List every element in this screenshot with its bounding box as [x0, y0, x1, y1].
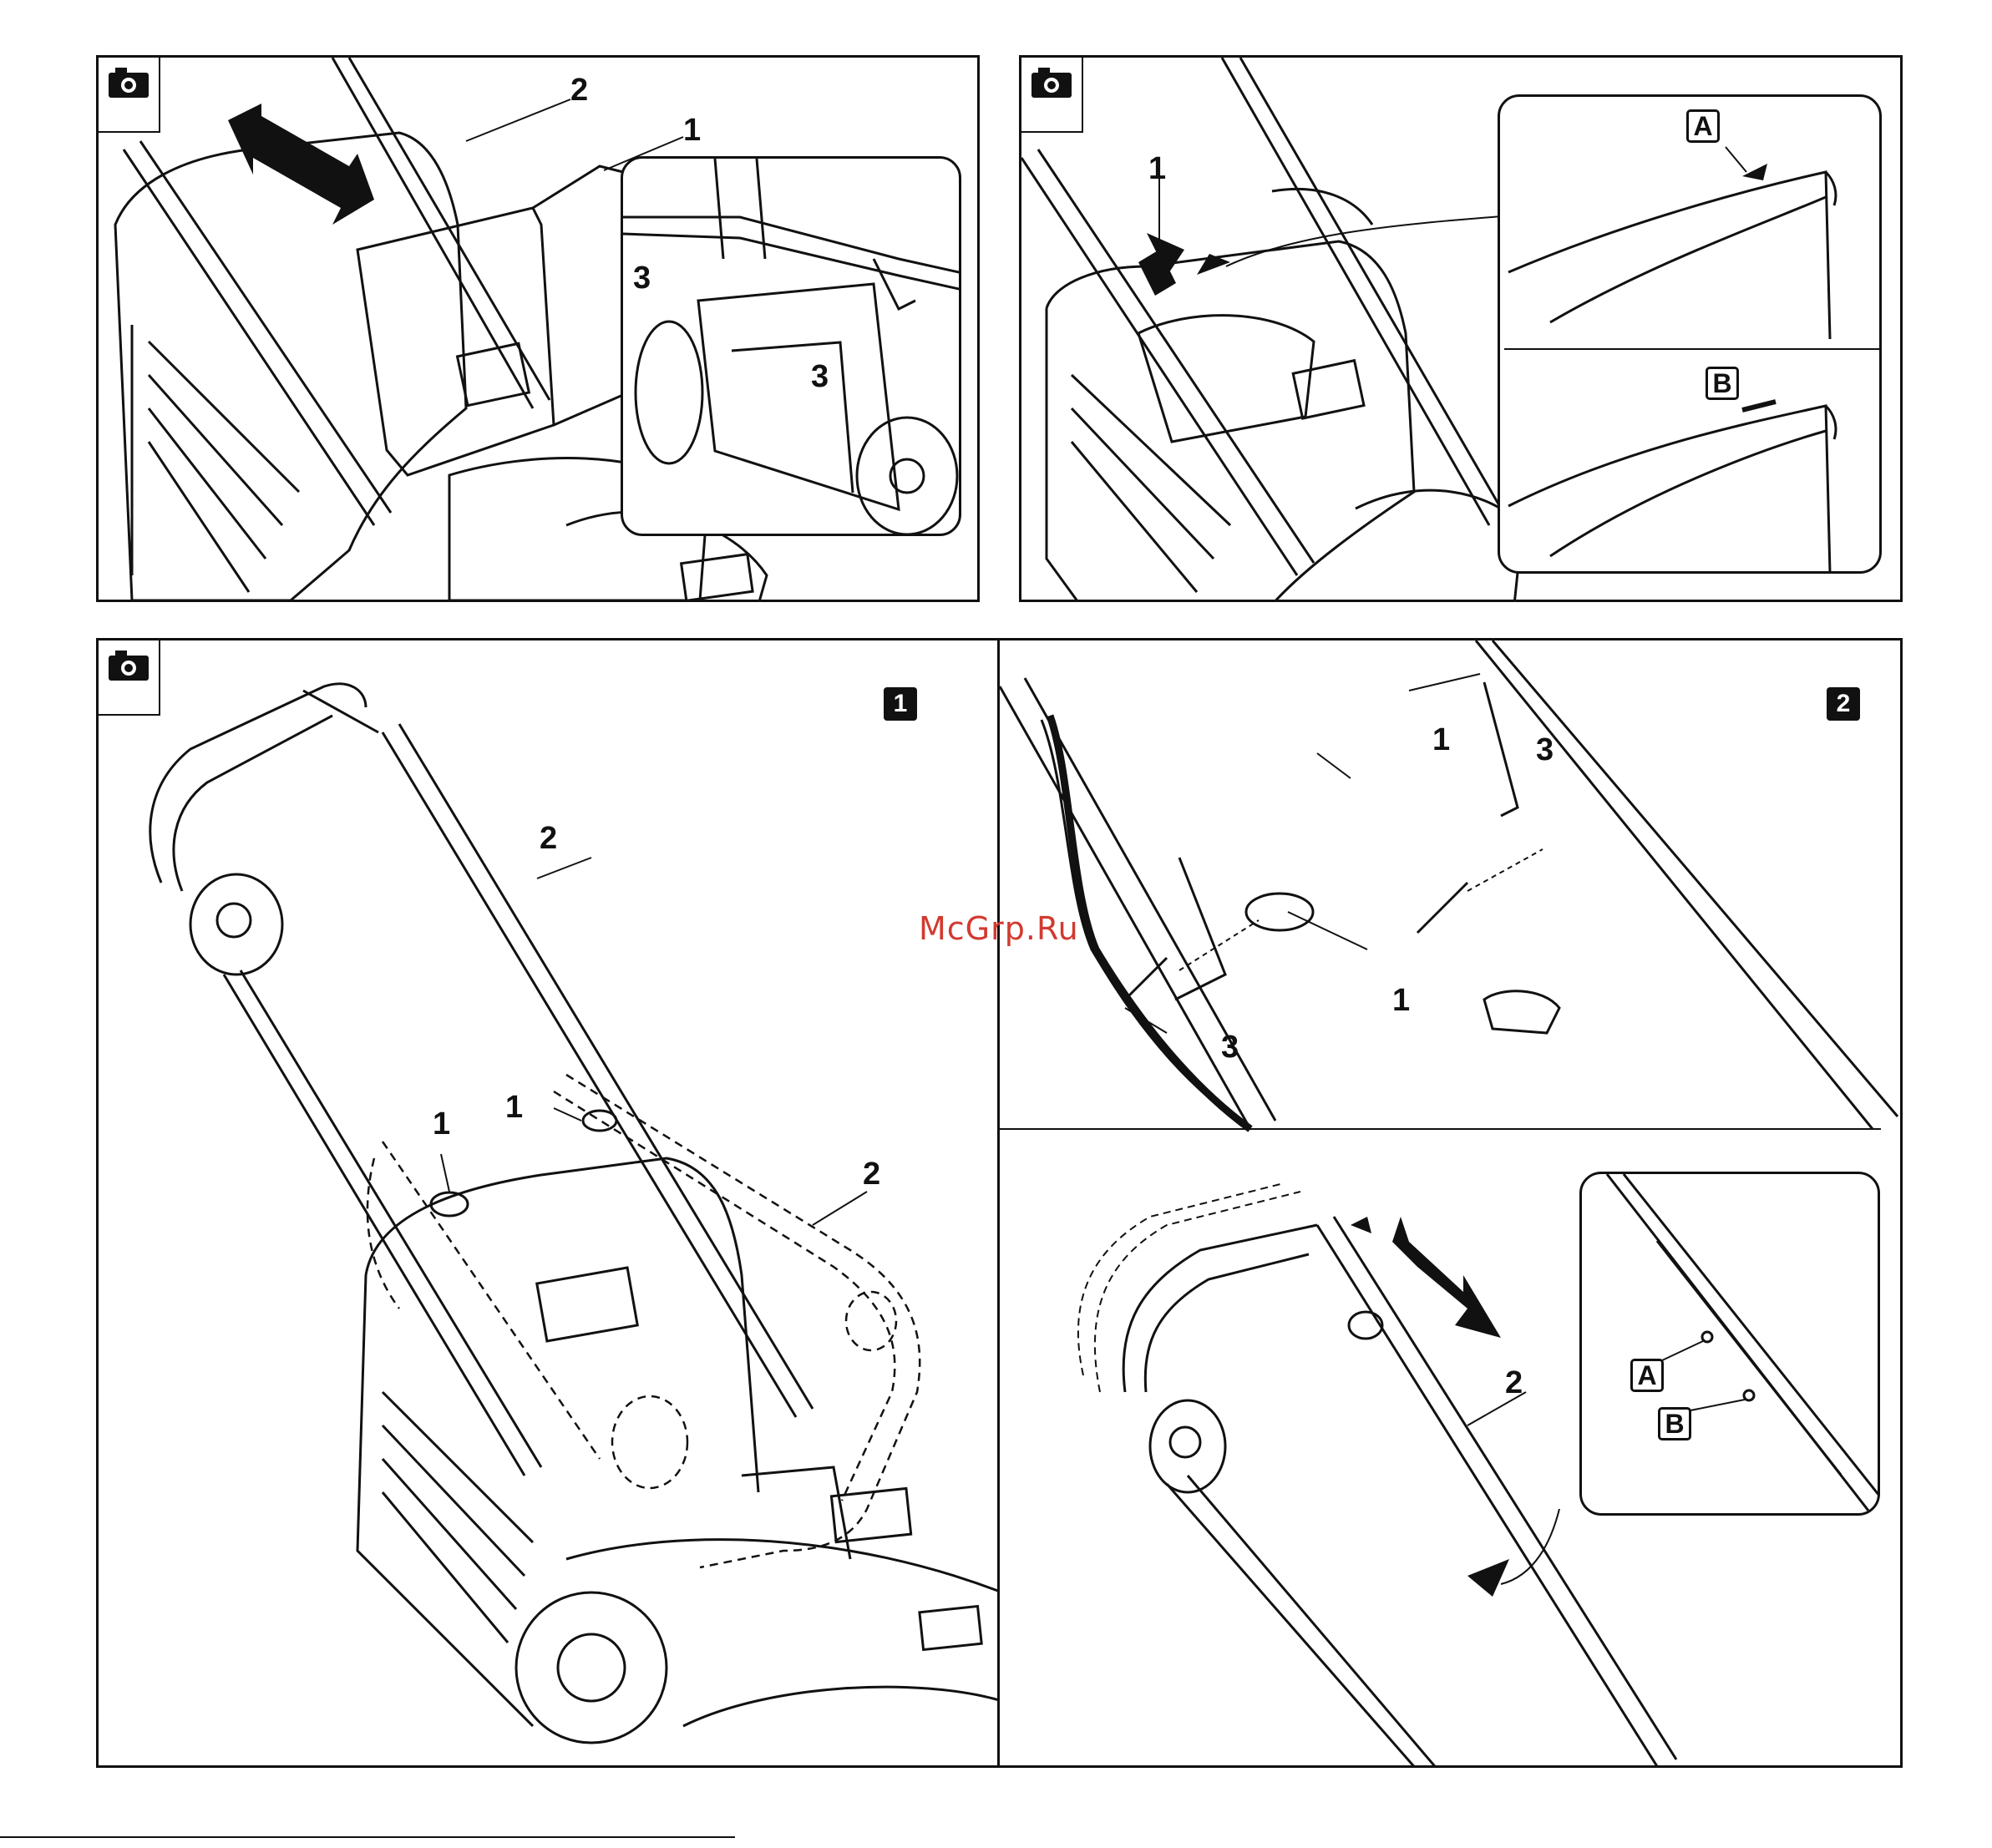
callout-2: 2 [863, 1158, 880, 1190]
callout-3: 3 [1536, 734, 1554, 766]
callout-1: 1 [1392, 985, 1410, 1016]
detail-inset-height-holes [1579, 1172, 1880, 1516]
callout-1: 1 [683, 114, 701, 146]
mower-handle-fold-illustration [99, 640, 1000, 1768]
detail-inset-fill-indicator [1498, 94, 1882, 574]
callout-1: 1 [1148, 153, 1166, 185]
panel-bottom-right: 2 [997, 638, 1903, 1768]
label-B: B [1658, 1407, 1691, 1440]
height-holes-detail [1582, 1174, 1880, 1516]
callout-3: 3 [633, 262, 651, 294]
callout-2: 2 [540, 823, 557, 854]
panel-top-right: A B 1 [1019, 55, 1903, 602]
detail-inset-bag-hooks [621, 156, 961, 536]
label-B: B [1706, 367, 1739, 400]
callout-3: 3 [811, 361, 829, 392]
watermark-text: McGrp.Ru [919, 910, 1079, 947]
callout-1: 1 [433, 1108, 450, 1140]
callout-2: 2 [570, 74, 588, 106]
callout-2: 2 [1505, 1367, 1523, 1399]
callout-1: 1 [505, 1091, 523, 1123]
label-A: A [1686, 109, 1720, 143]
footer-rule [0, 1836, 735, 1838]
fill-indicator-detail [1500, 97, 1882, 574]
panel-bottom-left: 1 [96, 638, 1000, 1768]
panel-top-left: 1 2 3 3 [96, 55, 980, 602]
callout-1: 1 [1432, 724, 1450, 756]
callout-3: 3 [1221, 1031, 1239, 1063]
label-A: A [1630, 1359, 1664, 1392]
bag-hooks-detail [623, 159, 961, 536]
